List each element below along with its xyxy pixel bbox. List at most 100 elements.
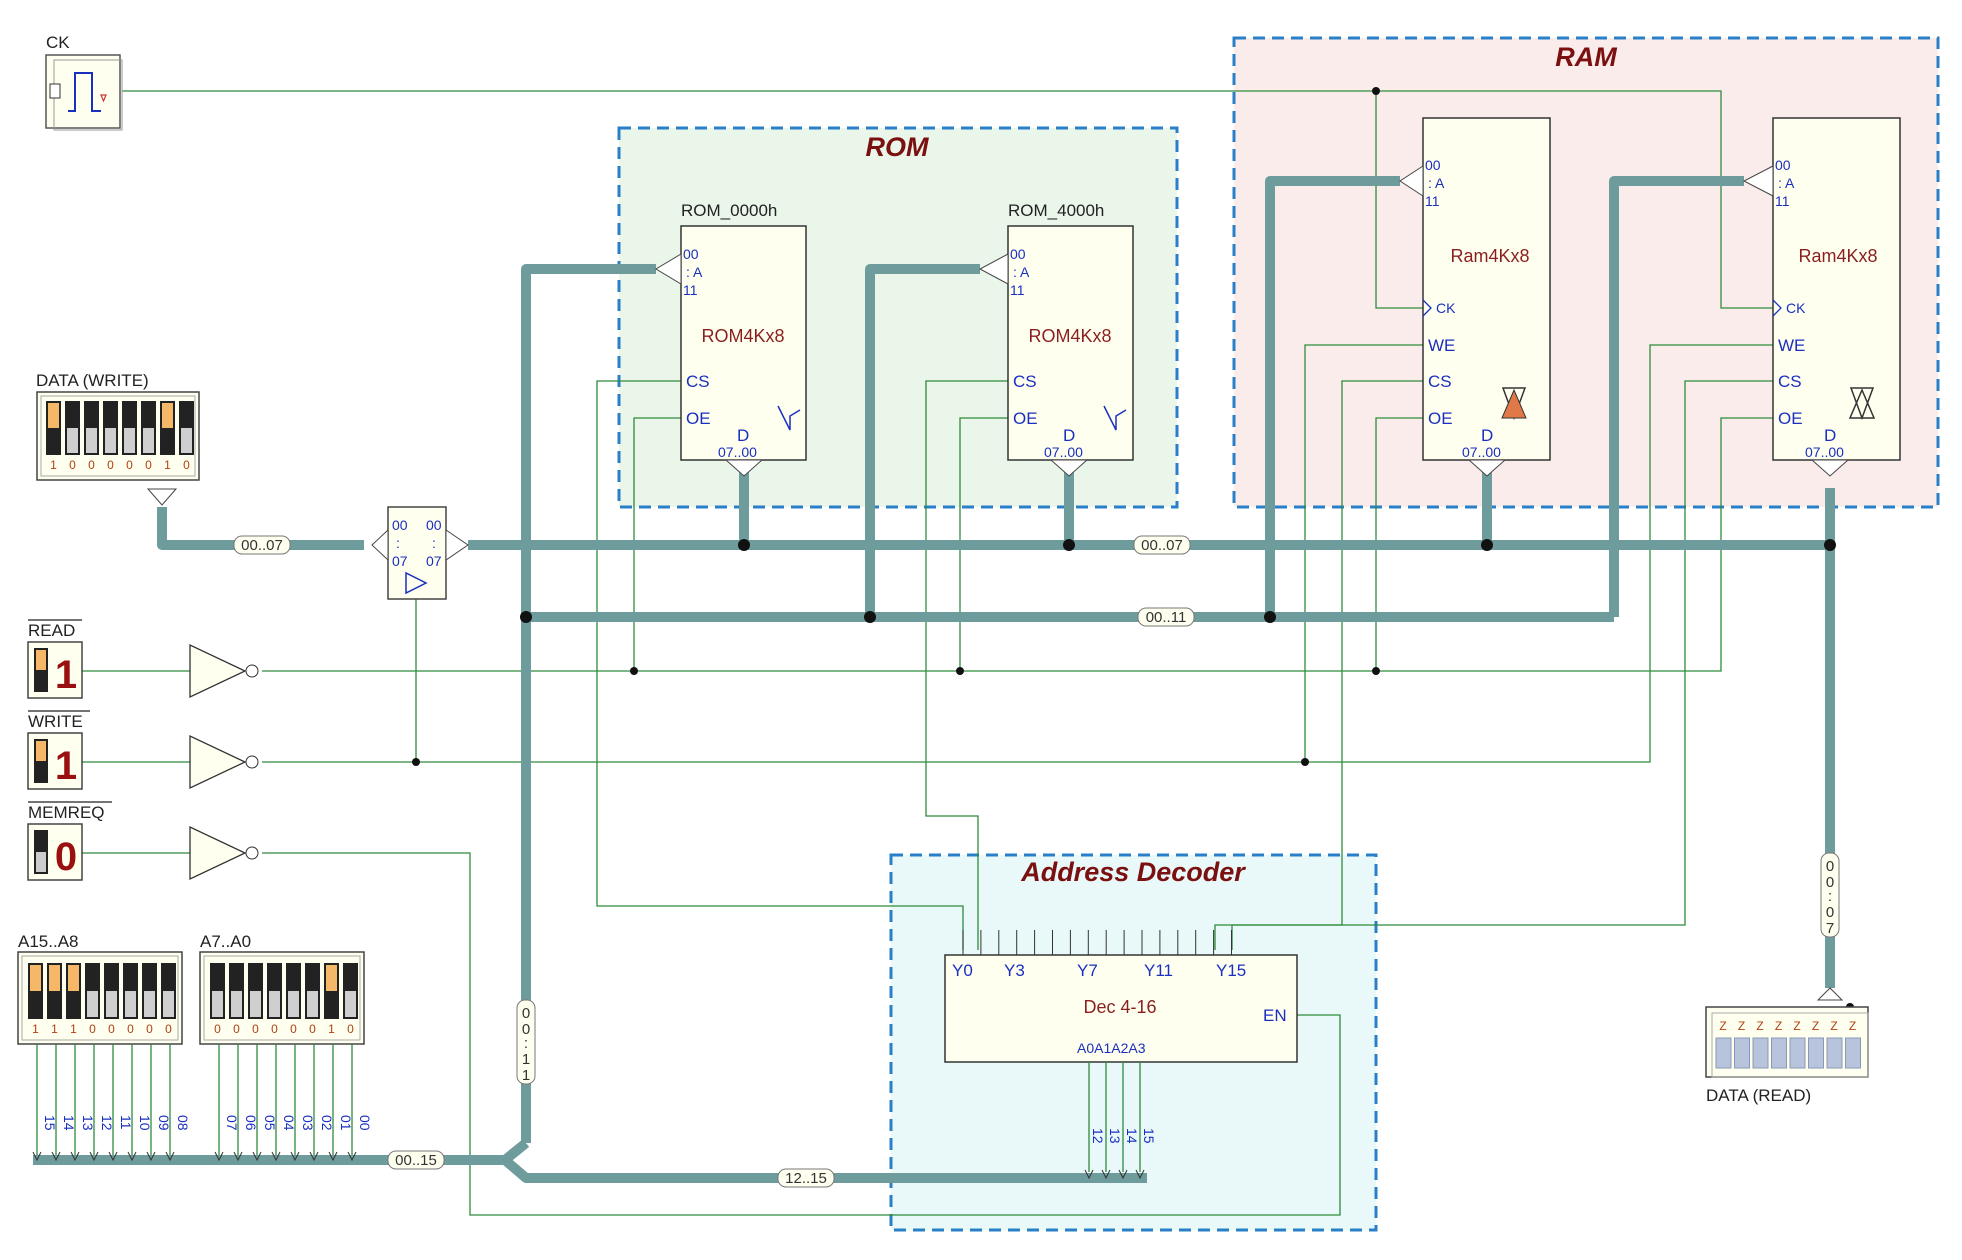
address-tap-label: 02 <box>319 1115 335 1131</box>
dip-switch[interactable]: 0 <box>122 401 137 472</box>
switch-bit-label: 1 <box>32 1022 39 1036</box>
dip-switch[interactable]: 0 <box>65 401 80 472</box>
read-input[interactable]: READ 1 <box>27 619 83 699</box>
svg-text::: : <box>1828 888 1832 905</box>
switch-bit-label: 1 <box>51 1022 58 1036</box>
memreq-input[interactable]: MEMREQ 0 <box>27 801 112 881</box>
decoder-region-title: Address Decoder <box>1020 857 1246 887</box>
dip-switch[interactable]: 0 <box>84 401 99 472</box>
junctions <box>412 87 1854 1011</box>
dip-switch[interactable]: 1 <box>47 963 62 1036</box>
switch-bit-label: 0 <box>107 458 114 472</box>
svg-text:D: D <box>1063 426 1075 445</box>
dip-switch[interactable]: 0 <box>343 963 358 1036</box>
clock-button-icon[interactable] <box>49 83 61 99</box>
svg-text:11: 11 <box>1775 193 1790 209</box>
address-high-label: A15..A8 <box>18 932 79 951</box>
address-tap-label: 00 <box>357 1115 373 1131</box>
dip-switch[interactable]: 0 <box>104 963 119 1036</box>
svg-text:CS: CS <box>686 372 710 391</box>
read-label: READ <box>28 621 75 640</box>
dip-switch[interactable]: 0 <box>141 401 156 472</box>
svg-text:00: 00 <box>1425 157 1441 173</box>
output-bit: Z <box>1789 1019 1806 1069</box>
svg-text:Ram4Kx8: Ram4Kx8 <box>1450 246 1529 266</box>
dip-switch[interactable]: 0 <box>123 963 138 1036</box>
switch-bit-label: 0 <box>183 458 190 472</box>
svg-text:0: 0 <box>1826 874 1834 891</box>
dip-switch[interactable]: 1 <box>28 963 43 1036</box>
svg-text:EN: EN <box>1263 1006 1287 1025</box>
address-tap-label: 06 <box>243 1115 259 1131</box>
svg-text:0: 0 <box>522 1005 530 1022</box>
svg-text:: A: : A <box>1778 175 1795 191</box>
svg-text:: A: : A <box>1428 175 1445 191</box>
dip-switch[interactable]: 1 <box>66 963 81 1036</box>
rom-name-0: ROM_0000h <box>681 201 777 220</box>
write-input[interactable]: WRITE 1 <box>27 710 90 790</box>
dip-switch[interactable]: 0 <box>229 963 244 1036</box>
switch-bit-label: 0 <box>309 1022 316 1036</box>
svg-text:D: D <box>737 426 749 445</box>
address-tap-label: 01 <box>338 1115 354 1131</box>
clock-source[interactable]: CK <box>45 33 123 131</box>
decoder-chip: Y0 Y3 Y7 Y11 Y15 Dec 4-16 EN A0A1A2A3 12… <box>944 930 1298 1180</box>
output-bit: Z <box>1845 1019 1861 1069</box>
dip-switch[interactable]: 0 <box>286 963 301 1036</box>
svg-text:OE: OE <box>686 409 711 428</box>
dip-switch[interactable]: 0 <box>142 963 157 1036</box>
data-read-label: DATA (READ) <box>1706 1086 1811 1105</box>
bus-buffer: 00 : 07 00 : 07 <box>371 506 469 600</box>
switch-bit-label: 0 <box>88 458 95 472</box>
svg-text:: A: : A <box>686 264 703 280</box>
dip-switch[interactable]: 1 <box>46 401 61 472</box>
svg-text:07: 07 <box>426 553 442 569</box>
switch-bit-label: 0 <box>214 1022 221 1036</box>
svg-text:Y0: Y0 <box>952 961 973 980</box>
bus-label-address: 00..11 <box>1146 609 1187 626</box>
svg-text:OE: OE <box>1013 409 1038 428</box>
svg-text:WE: WE <box>1778 336 1805 355</box>
svg-text::: : <box>524 1035 528 1052</box>
dip-switch[interactable]: 0 <box>305 963 320 1036</box>
inverters <box>189 643 259 881</box>
dip-switch[interactable]: 0 <box>210 963 225 1036</box>
switch-bit-label: 1 <box>70 1022 77 1036</box>
svg-text:CK: CK <box>1436 300 1456 316</box>
dip-switch[interactable]: 0 <box>267 963 282 1036</box>
svg-text:Z: Z <box>1830 1019 1837 1033</box>
dip-switch[interactable]: 0 <box>161 963 176 1036</box>
dip-switch[interactable]: 0 <box>248 963 263 1036</box>
write-label: WRITE <box>28 712 83 731</box>
dip-switch[interactable]: 0 <box>103 401 118 472</box>
svg-text:Z: Z <box>1738 1019 1745 1033</box>
dip-switch[interactable]: 1 <box>324 963 339 1036</box>
ram-region-title: RAM <box>1555 42 1617 72</box>
svg-text::: : <box>396 535 400 551</box>
dip-switch[interactable]: 0 <box>179 401 194 472</box>
switch-bit-label: 0 <box>271 1022 278 1036</box>
output-bit: Z <box>1826 1019 1843 1069</box>
switch-bit-label: 0 <box>146 1022 153 1036</box>
svg-text::: : <box>432 535 436 551</box>
decoder-address-label: 13 <box>1107 1128 1123 1144</box>
switch-bit-label: 0 <box>127 1022 134 1036</box>
output-bit: Z <box>1771 1019 1787 1069</box>
svg-text:7: 7 <box>1826 920 1834 937</box>
dip-switch[interactable]: 1 <box>160 401 175 472</box>
svg-text:Z: Z <box>1756 1019 1763 1033</box>
address-tap-label: 07 <box>224 1115 240 1131</box>
svg-text:CS: CS <box>1013 372 1037 391</box>
rom-name-1: ROM_4000h <box>1008 201 1104 220</box>
bus-label-data-write: 00..07 <box>241 537 283 554</box>
svg-text:ROM4Kx8: ROM4Kx8 <box>701 326 784 346</box>
switch-bit-label: 0 <box>145 458 152 472</box>
dip-switch[interactable]: 0 <box>85 963 100 1036</box>
address-tap-label: 13 <box>80 1115 96 1131</box>
address-tap-label: 03 <box>300 1115 316 1131</box>
